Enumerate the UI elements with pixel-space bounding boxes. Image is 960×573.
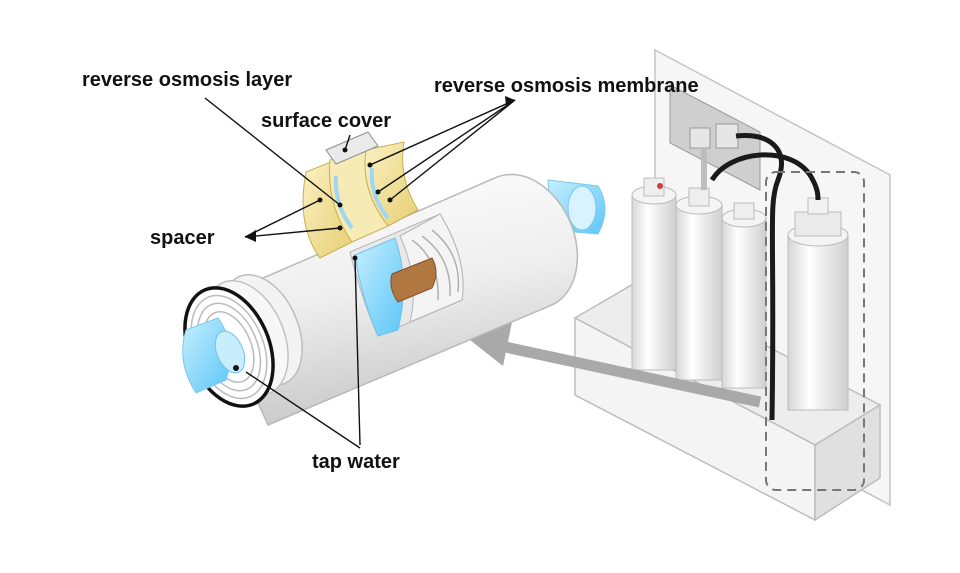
label-ro-membrane: reverse osmosis membrane [434,75,699,97]
filter-cylinder-2 [675,187,723,381]
label-tap-water: tap water [312,451,400,473]
cutaway-water-layer [354,237,404,337]
ro-membrane-housing [787,197,849,411]
fitting-1 [689,127,711,149]
label-spacer: spacer [150,227,215,249]
fitting-2 [715,123,739,149]
black-tube-2 [709,152,821,201]
purifier-unit [573,48,891,522]
core-tube [390,257,437,303]
membrane-highlight-box [765,171,865,491]
filter-cylinder-1 [631,177,677,371]
leader-dots [233,147,393,371]
pointer-arrow-shaft [494,339,762,408]
label-surface-cover: surface cover [261,110,391,132]
label-ro-layer: reverse osmosis layer [82,69,292,91]
ro-cartridge [182,131,606,426]
mounting-bracket [669,84,761,191]
leader-lines [204,97,516,449]
black-tube-1 [735,132,784,421]
filter-cylinder-3 [721,202,767,389]
pointer-arrow-head [470,322,512,366]
surface-cover-tab [325,131,379,165]
